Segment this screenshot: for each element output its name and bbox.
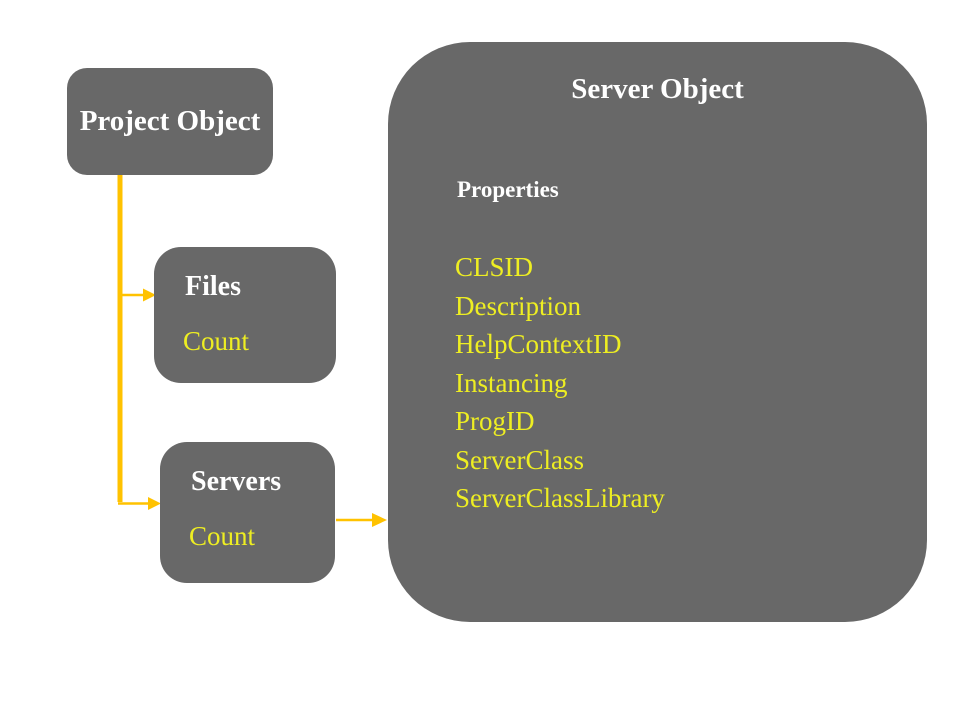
files-box: Files Count xyxy=(154,247,336,383)
server-properties-list: CLSID Description HelpContextID Instanci… xyxy=(455,248,665,518)
server-object-box: Server Object Properties CLSID Descripti… xyxy=(388,42,927,622)
servers-box: Servers Count xyxy=(160,442,335,583)
property-item-clsid: CLSID xyxy=(455,252,534,282)
servers-title: Servers xyxy=(191,466,282,497)
project-object-box: Project Object xyxy=(67,68,273,175)
properties-section-label: Properties xyxy=(457,177,559,202)
server-object-title: Server Object xyxy=(571,73,744,105)
property-item-serverclass: ServerClass xyxy=(455,444,584,475)
property-item-instancing: Instancing xyxy=(455,367,568,398)
property-item-description: Description xyxy=(455,290,581,321)
servers-count-property: Count xyxy=(189,521,256,551)
project-object-title: Project Object xyxy=(79,105,261,137)
property-item-helpcontextid: HelpContextID xyxy=(455,329,622,359)
files-count-property: Count xyxy=(183,326,250,356)
arrowhead-to-server-object-icon xyxy=(372,513,387,527)
files-title: Files xyxy=(185,271,241,302)
property-item-serverclasslibrary: ServerClassLibrary xyxy=(455,483,665,513)
property-item-progid: ProgID xyxy=(455,406,535,436)
